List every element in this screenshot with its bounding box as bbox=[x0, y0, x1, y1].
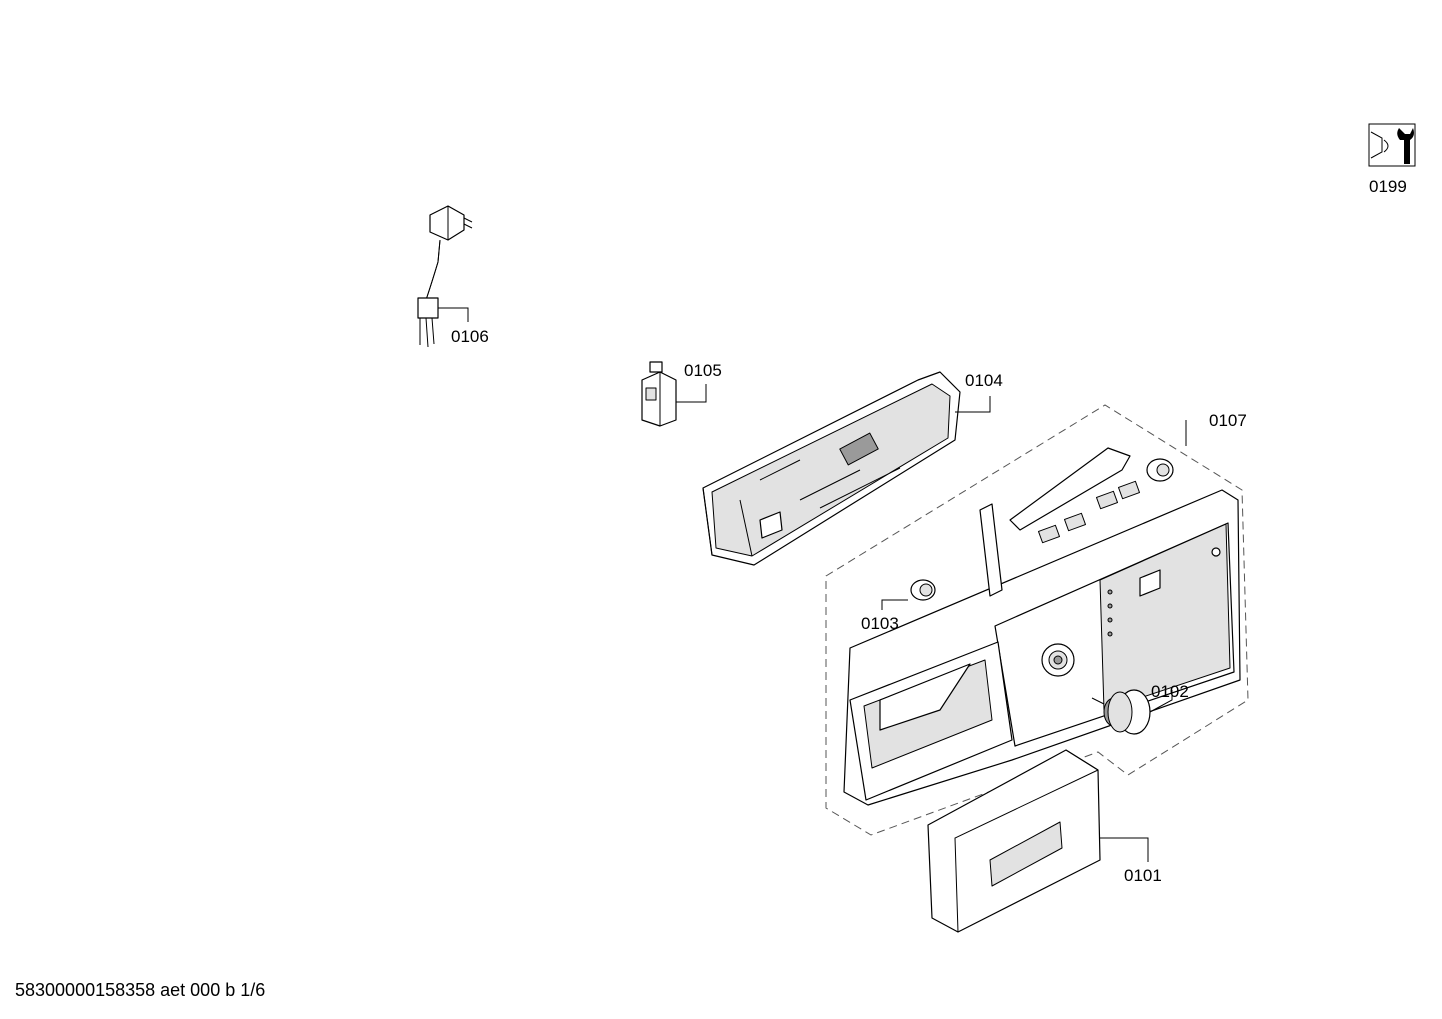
part-label-0101: 0101 bbox=[1124, 866, 1162, 885]
part-label-0104: 0104 bbox=[965, 371, 1003, 390]
part-label-0107: 0107 bbox=[1209, 411, 1247, 430]
knob-insert-0103 bbox=[881, 579, 936, 610]
module-0105 bbox=[641, 361, 707, 427]
part-label-0102: 0102 bbox=[1151, 682, 1189, 701]
document-code: 58300000158358 aet 000 b 1/6 bbox=[15, 980, 266, 1000]
drawer-handle-0101 bbox=[927, 749, 1149, 933]
wrench-icon bbox=[1368, 123, 1416, 167]
part-label-0103: 0103 bbox=[861, 614, 899, 633]
button-cluster-0107 bbox=[979, 447, 1174, 597]
part-label-0105: 0105 bbox=[684, 361, 722, 380]
part-label-0106: 0106 bbox=[451, 327, 489, 346]
group-boundary-0107 bbox=[825, 404, 1249, 836]
part-label-0199: 0199 bbox=[1369, 177, 1407, 196]
front-panel-0107 bbox=[843, 489, 1241, 806]
power-cord-0106 bbox=[417, 205, 473, 348]
rotary-knob-0102 bbox=[1091, 689, 1173, 735]
control-board-0104 bbox=[702, 371, 991, 566]
